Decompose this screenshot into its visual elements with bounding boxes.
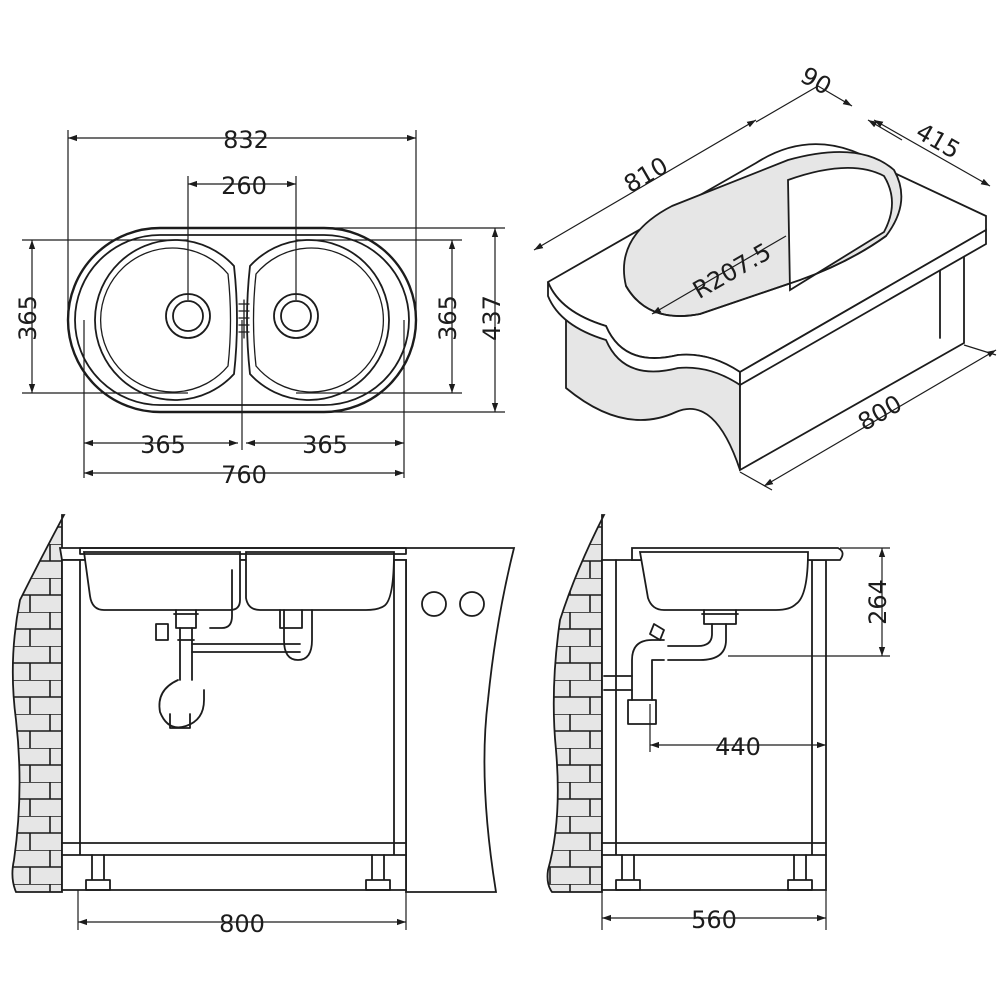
top-view: 832 260 365 365 437 bbox=[14, 126, 506, 489]
dim-label-bowl-spacing: 260 bbox=[221, 172, 267, 200]
dimension-260: 260 bbox=[187, 172, 297, 300]
brick-wall-front bbox=[11, 514, 66, 893]
dimension-90: 90 bbox=[755, 61, 903, 141]
dimension-264: 264 bbox=[728, 547, 892, 657]
dimension-365-365-horizontal: 365 365 bbox=[83, 320, 405, 478]
side-view: 264 440 560 bbox=[546, 514, 892, 934]
dim-label-inner-width: 760 bbox=[221, 461, 267, 489]
cabinet-feet-side bbox=[615, 854, 813, 891]
dim-label-front-cabinet-width: 800 bbox=[219, 910, 265, 938]
dim-label-bowl-height-right: 365 bbox=[434, 295, 462, 341]
dim-label-overall-depth: 437 bbox=[478, 295, 506, 341]
dim-label-bowl-width-right: 365 bbox=[302, 431, 348, 459]
siphon-side bbox=[603, 609, 739, 725]
dimension-437: 437 bbox=[324, 227, 506, 413]
dimension-365-right-vertical: 365 bbox=[296, 239, 462, 394]
dim-label-bowl-height-left: 365 bbox=[14, 295, 42, 341]
dim-label-overall-width: 832 bbox=[223, 126, 269, 154]
dim-label-side-cabinet-depth: 560 bbox=[691, 906, 737, 934]
isometric-view: 90 415 810 R207.5 800 bbox=[533, 61, 997, 491]
dim-label-bowl-depth: 264 bbox=[864, 579, 892, 625]
countertop-front bbox=[58, 547, 516, 893]
dim-label-bowl-width-left: 365 bbox=[140, 431, 186, 459]
sink-bowls-front bbox=[82, 551, 395, 611]
dim-label-iso-depth: 415 bbox=[911, 117, 965, 164]
drain-left-top bbox=[165, 293, 211, 339]
dim-label-iso-length: 810 bbox=[619, 151, 673, 198]
drain-right-top bbox=[273, 293, 319, 339]
dimension-440: 440 bbox=[649, 704, 826, 761]
dimension-832: 832 bbox=[67, 126, 417, 320]
dimension-365-left-vertical: 365 bbox=[14, 239, 188, 394]
siphon-front bbox=[155, 569, 313, 729]
dim-label-drain-distance: 440 bbox=[715, 733, 761, 761]
sink-bowl-side bbox=[638, 551, 809, 611]
brick-wall-side bbox=[546, 514, 606, 893]
dimension-760: 760 bbox=[84, 461, 404, 489]
dimension-560: 560 bbox=[601, 890, 827, 934]
dimension-800-front: 800 bbox=[77, 890, 407, 938]
front-view: 800 bbox=[11, 514, 516, 938]
overflow-grate bbox=[238, 299, 250, 339]
cabinet-feet-front bbox=[85, 854, 391, 891]
